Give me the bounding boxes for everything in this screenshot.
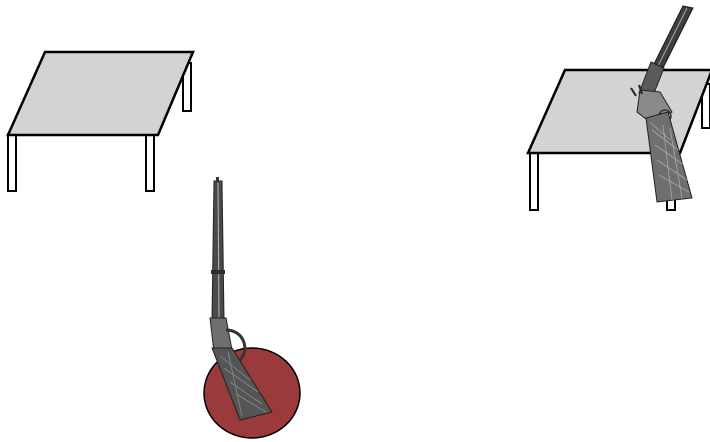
shotgun-barrel-rib <box>655 7 688 71</box>
left-table-front-right-leg <box>145 133 155 192</box>
double-barrel-shotgun <box>630 5 694 203</box>
rifle-front-sight <box>216 177 219 182</box>
rifle-barrel-highlight <box>217 182 220 319</box>
rifle-receiver <box>209 317 233 353</box>
shotgun-stock-texture <box>649 121 690 201</box>
left-table <box>6 50 195 192</box>
lever-action-rifle <box>209 177 273 421</box>
left-table-top <box>6 50 195 137</box>
rifle-stock <box>211 347 273 421</box>
rifle-band <box>211 270 225 274</box>
rifle-stock-texture <box>219 351 267 417</box>
left-table-front-left-leg <box>7 133 17 192</box>
right-table-top <box>526 68 710 155</box>
shotgun-barrels <box>651 5 694 73</box>
right-table-front-left-leg <box>529 151 539 211</box>
shotgun-hammers <box>630 84 643 97</box>
